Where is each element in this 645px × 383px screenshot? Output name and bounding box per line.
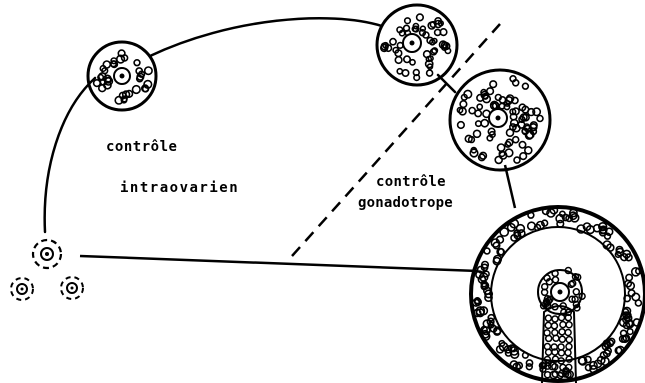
- label-intraovarian-line1: contrôle: [106, 140, 177, 154]
- follicle-preovulatory: [471, 207, 645, 383]
- follicle-primordial-c: [61, 277, 83, 299]
- baseline: [80, 256, 478, 271]
- label-gonadotropic-line2: gonadotrope: [358, 196, 453, 210]
- connector-line: [505, 165, 515, 208]
- follicle-small-antral: [450, 70, 550, 170]
- label-gonadotropic-line1: contrôle: [376, 175, 446, 189]
- follicle-primary: [88, 42, 156, 110]
- follicle-primordial-a: [33, 240, 61, 268]
- label-intraovarian-line2: intraovarien: [120, 181, 239, 195]
- follicle-preantral: [377, 5, 457, 85]
- follicle-primordial-b: [11, 278, 33, 300]
